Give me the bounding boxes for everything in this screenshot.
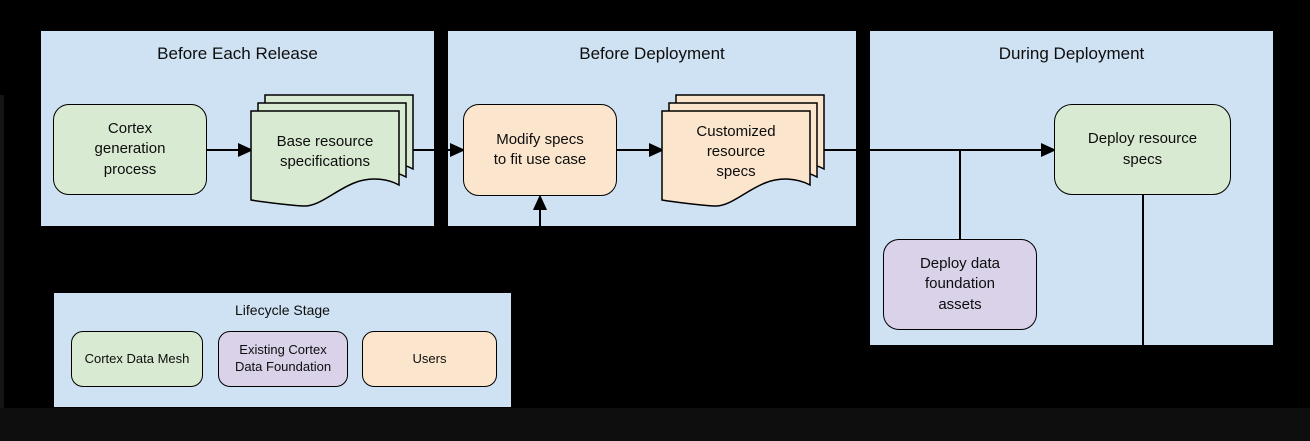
legend-item-existing-cortex-data-foundation: Existing Cortex Data Foundation: [218, 331, 348, 387]
node-modify-specs: Modify specs to fit use case: [463, 104, 617, 196]
window-bottom-strip: [0, 408, 1310, 441]
window-edge-strip: [0, 95, 4, 441]
legend-item-cortex-data-mesh: Cortex Data Mesh: [71, 331, 203, 387]
node-deploy-resource-specs: Deploy resource specs: [1054, 104, 1231, 195]
panel-title-before-each-release: Before Each Release: [157, 44, 318, 63]
panel-title-before-deployment: Before Deployment: [579, 44, 725, 63]
document-page-front: [661, 110, 811, 207]
legend-item-users: Users: [362, 331, 497, 387]
node-customized-resource-specs: Customized resource specs: [661, 94, 825, 209]
document-label: Customized resource specs: [696, 122, 776, 181]
legend: Lifecycle Stage Cortex Data Mesh Existin…: [54, 293, 511, 407]
node-deploy-data-foundation-assets: Deploy data foundation assets: [883, 239, 1037, 330]
panel-title-during-deployment: During Deployment: [998, 44, 1145, 63]
node-cortex-generation-process: Cortex generation process: [53, 104, 207, 195]
document-label: Base resource specifications: [276, 132, 374, 170]
node-base-resource-specifications: Base resource specifications: [250, 94, 414, 209]
document-page-front: [250, 110, 400, 207]
legend-title: Lifecycle Stage: [235, 302, 330, 318]
